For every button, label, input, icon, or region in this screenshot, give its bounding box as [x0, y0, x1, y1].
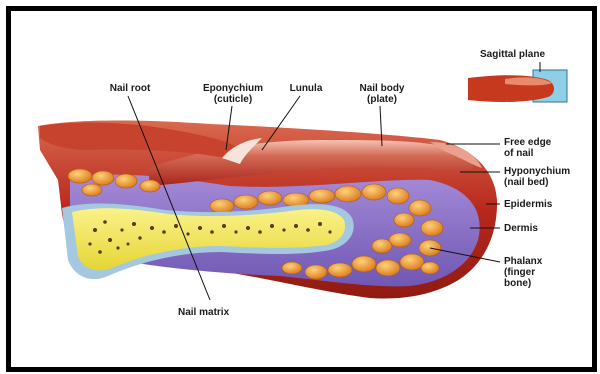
label-sagittal-plane: Sagittal plane — [480, 49, 545, 60]
label-eponychium: Eponychium (cuticle) — [200, 83, 266, 105]
label-dermis: Dermis — [504, 223, 538, 234]
label-phalanx: Phalanx (finger bone) — [504, 256, 542, 289]
sagittal-plane-inset — [468, 62, 567, 102]
label-free-edge: Free edge of nail — [504, 137, 551, 159]
label-epidermis: Epidermis — [504, 199, 552, 210]
finger-cross-section — [38, 121, 497, 299]
label-hyponychium: Hyponychium (nail bed) — [504, 166, 570, 188]
label-nail-body: Nail body (plate) — [354, 83, 410, 105]
label-nail-matrix: Nail matrix — [178, 307, 229, 318]
label-nail-root: Nail root — [102, 83, 158, 94]
label-lunula: Lunula — [284, 83, 328, 94]
